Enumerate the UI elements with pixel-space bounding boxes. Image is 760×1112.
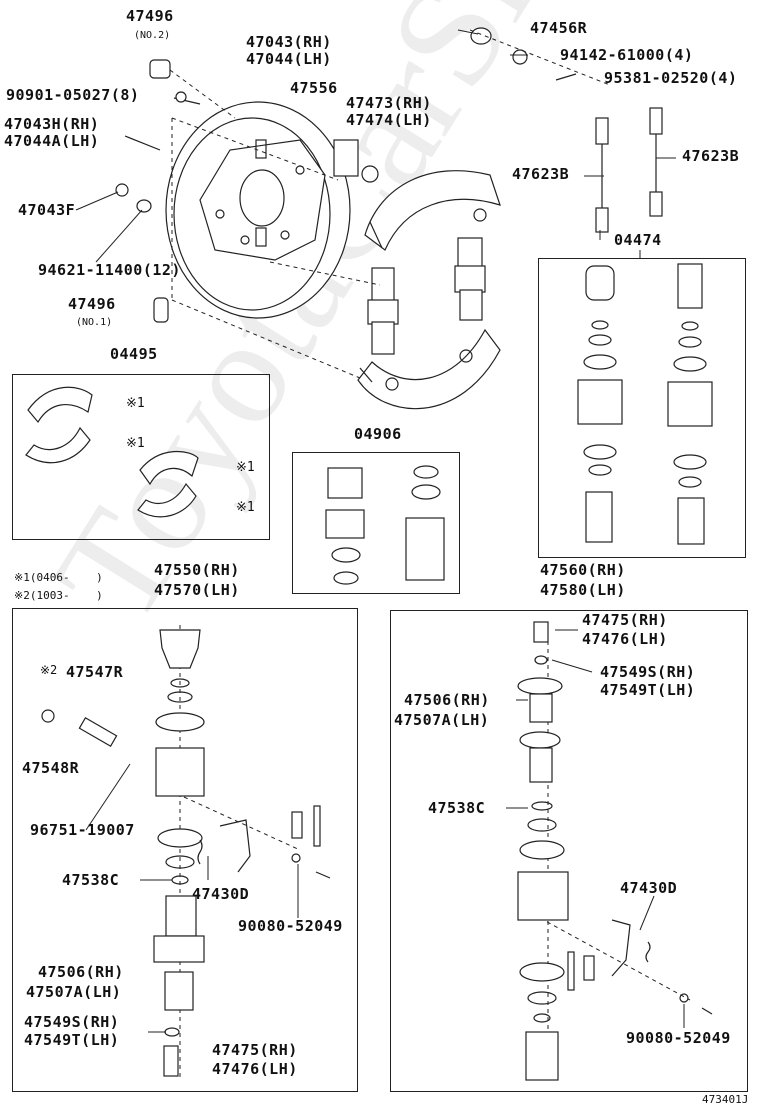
part-47430D-left: 47430D: [192, 885, 250, 903]
part-47623B-right: 47623B: [682, 147, 740, 165]
kit-box-04474: [538, 258, 746, 558]
part-47550: 47550(RH): [154, 561, 240, 579]
shoe-kit-icons: [25, 386, 199, 518]
part-47507A-left: 47507A(LH): [26, 983, 122, 1001]
part-47547R-mark: ※2: [40, 663, 58, 677]
part-47623B-left: 47623B: [512, 165, 570, 183]
part-47507A-right: 47507A(LH): [394, 711, 490, 729]
kit-04495-label: 04495: [110, 345, 158, 363]
left-assembly-icons: [41, 629, 331, 1077]
part-47044: 47044(LH): [246, 50, 332, 68]
note-mark-1d: ※1: [236, 500, 255, 515]
part-47474: 47474(LH): [346, 111, 432, 129]
right-assembly-icons: [517, 621, 713, 1081]
backing-plate-icon: [165, 101, 351, 319]
kit-04474-icons: [577, 263, 713, 545]
part-47496-no2-sub: (NO.2): [134, 30, 171, 41]
kit-box-04906: [292, 452, 460, 594]
note-1: ※1(0406- ): [14, 571, 103, 584]
part-96751: 96751-19007: [30, 821, 135, 839]
part-47043H: 47043H(RH): [4, 115, 100, 133]
wheel-cylinder-icon: [367, 237, 486, 355]
part-47506-right: 47506(RH): [404, 691, 490, 709]
part-90080-right: 90080-52049: [626, 1029, 731, 1047]
assembly-box-left: [12, 608, 358, 1092]
part-47496-no2: 47496: [126, 7, 174, 25]
part-47506-left: 47506(RH): [38, 963, 124, 981]
part-47475-left: 47475(RH): [212, 1041, 298, 1059]
note-mark-1a: ※1: [126, 396, 145, 411]
part-47547R: 47547R: [66, 663, 124, 681]
part-47430D-right: 47430D: [620, 879, 678, 897]
part-47549S-left: 47549S(RH): [24, 1013, 120, 1031]
part-47496-no1-sub: (NO.1): [76, 317, 113, 328]
note-2: ※2(1003- ): [14, 589, 103, 602]
part-47456R: 47456R: [530, 19, 588, 37]
part-47549T-right: 47549T(LH): [600, 681, 696, 699]
note-mark-1c: ※1: [236, 460, 255, 475]
part-47473: 47473(RH): [346, 94, 432, 112]
part-47549S-right: 47549S(RH): [600, 663, 696, 681]
part-90901: 90901-05027(8): [6, 86, 140, 104]
kit-04906-label: 04906: [354, 425, 402, 443]
part-47556: 47556: [290, 79, 338, 97]
kit-04474-label: 04474: [614, 231, 662, 249]
part-47475-right: 47475(RH): [582, 611, 668, 629]
part-47496-no1: 47496: [68, 295, 116, 313]
part-94621: 94621-11400(12): [38, 261, 181, 279]
brake-shoe-lower-icon: [357, 328, 501, 410]
spring-icons: [595, 107, 663, 233]
figure-id: 473401J: [702, 1093, 749, 1106]
part-47476-right: 47476(LH): [582, 630, 668, 648]
part-47476-left: 47476(LH): [212, 1060, 298, 1078]
note-mark-1b: ※1: [126, 436, 145, 451]
part-95381: 95381-02520(4): [604, 69, 738, 87]
part-47043: 47043(RH): [246, 33, 332, 51]
part-47570: 47570(LH): [154, 581, 240, 599]
kit-box-04495: [12, 374, 270, 540]
part-47560: 47560(RH): [540, 561, 626, 579]
part-47580: 47580(LH): [540, 581, 626, 599]
part-47548R: 47548R: [22, 759, 80, 777]
part-47043F: 47043F: [18, 201, 76, 219]
part-47538C-right: 47538C: [428, 799, 486, 817]
part-47044A: 47044A(LH): [4, 132, 100, 150]
top-hardware-icons: [115, 27, 577, 323]
part-47538C-left: 47538C: [62, 871, 120, 889]
part-90080-left: 90080-52049: [238, 917, 343, 935]
kit-04906-icons: [325, 465, 445, 585]
assembly-box-right: [390, 610, 748, 1092]
part-94142: 94142-61000(4): [560, 46, 694, 64]
brake-shoe-upper-icon: [364, 170, 501, 251]
part-47549T-left: 47549T(LH): [24, 1031, 120, 1049]
